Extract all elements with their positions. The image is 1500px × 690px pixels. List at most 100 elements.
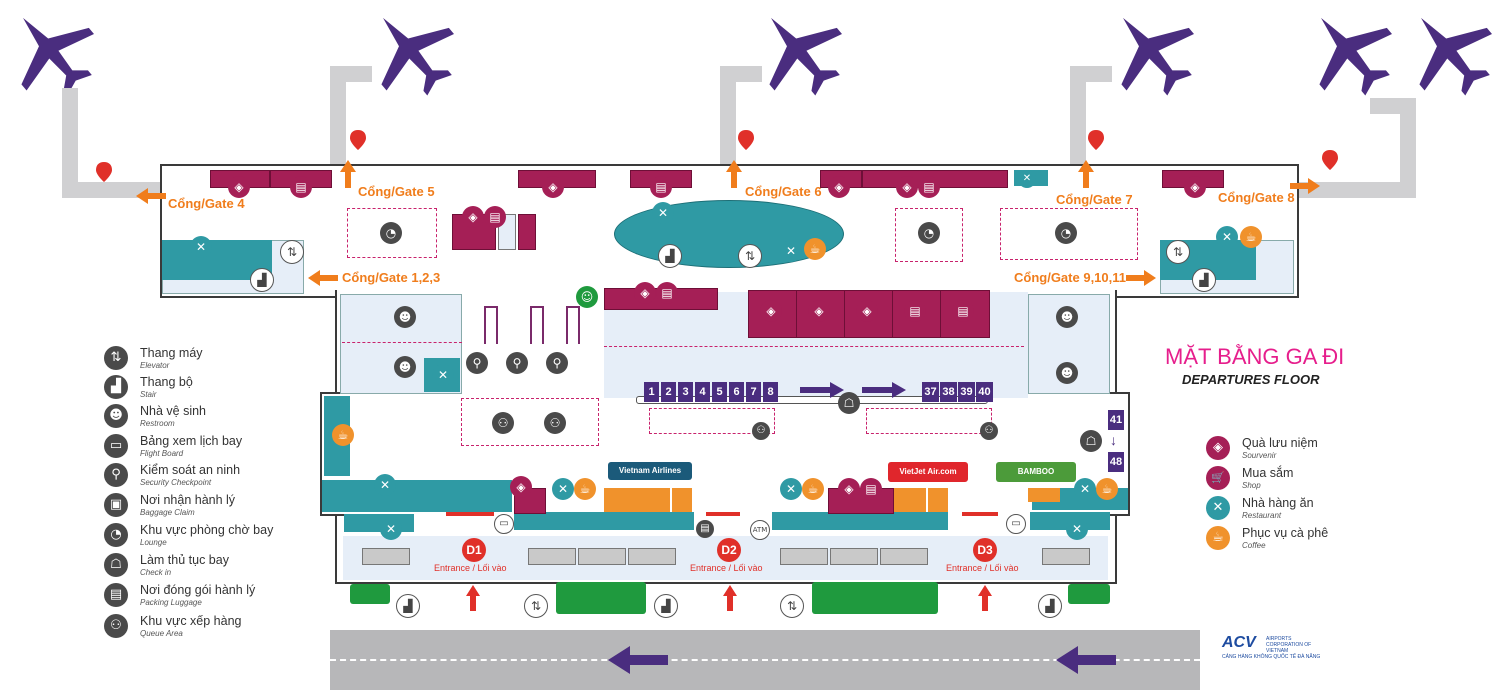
coffee-icon: ☕ [332,424,354,446]
restaurant-area [344,514,414,532]
restroom-icon: ☻ [104,404,128,428]
arrow-up-icon [978,585,992,611]
security-icon: ⚲ [466,352,488,374]
gate-label: Cổng/Gate 1,2,3 [342,270,441,285]
souvenir-icon: ◈ [510,476,532,498]
baggage-belt [880,548,928,565]
stair-icon: ▟ [1038,594,1062,618]
legend-label: Nơi nhận hành lý [140,493,236,507]
lounge-icon: ◔ [918,222,940,244]
airplane-icon [21,17,94,96]
legend-sublabel: Coffee [1242,541,1266,550]
landside-green-area [556,582,646,614]
jetway [330,66,372,82]
jetway [1400,98,1416,198]
lounge-icon: ◔ [104,523,128,547]
arrow-down-icon: ↓ [1110,432,1117,448]
baggage-belt [528,548,576,565]
arrow-up-icon [340,160,356,188]
security-line [706,512,740,516]
souvenir-icon: ◈ [228,176,250,198]
coffee-icon: ☕ [1206,526,1230,550]
legend-label: Quà lưu niệm [1242,436,1318,450]
security-line [446,512,494,516]
bamboo-logo: BAMBOO [996,462,1076,482]
jetway [1370,98,1416,114]
restaurant-area [772,512,948,530]
jetway [720,66,736,166]
jetway [720,66,762,82]
queue-icon: ⚇ [980,422,998,440]
souvenir-icon: ◈ [760,300,782,322]
gate-pin-icon [738,130,754,150]
legend-label: Thang bộ [140,375,193,389]
legend-label: Làm thủ tục bay [140,553,229,567]
legend-sublabel: Flight Board [140,449,184,458]
souvenir-icon: ◈ [896,176,918,198]
shop-icon: ▤ [918,176,940,198]
arrow-right-icon [1126,270,1156,286]
lounge-icon: ◔ [380,222,402,244]
security-icon: ⚲ [546,352,568,374]
baggage-belt [780,548,828,565]
lane-marking [330,659,1200,661]
gate-pin-icon [96,162,112,182]
restroom-icon: ☻ [1056,362,1078,384]
arrow-right-icon [800,382,844,398]
restroom-icon: ☻ [394,306,416,328]
shop-icon: ▤ [860,478,882,500]
legend-sublabel: Lounge [140,538,167,547]
stair-icon: ▟ [396,594,420,618]
acv-logo-text: ACV [1222,634,1256,651]
gate-label: Cổng/Gate 6 [745,184,822,199]
jetway [1297,182,1407,198]
checkin-rack [484,306,498,344]
restaurant-area [322,480,512,512]
baggage-icon: ▣ [104,493,128,517]
restaurant-icon: ✕ [1216,226,1238,248]
restaurant-icon: ✕ [1206,496,1230,520]
counter-number: 2 [661,382,676,402]
lounge-icon: ◔ [1055,222,1077,244]
counter-number: 7 [746,382,761,402]
legend-label: Khu vực xếp hàng [140,614,242,628]
airline-counter [672,488,692,512]
baggage-belt [830,548,878,565]
counter-number: 48 [1108,452,1124,472]
coffee-icon: ☕ [1240,226,1262,248]
acv-logo-subtext: AIRPORTS CORPORATION OF VIETNAM [1266,636,1312,654]
entrance-label: Entrance / Lối vào [946,563,1019,573]
lounge-area [895,208,963,262]
airplane-icon [1319,17,1392,96]
entrance-badge: D3 [973,538,997,562]
checkin-icon: ☖ [1080,430,1102,452]
legend-sublabel: Stair [140,390,157,399]
legend-sublabel: Baggage Claim [140,508,195,517]
gate-label: Cổng/Gate 4 [168,196,245,211]
legend-sublabel: Security Checkpoint [140,478,212,487]
souvenir-icon: ◈ [634,282,656,304]
restroom-icon: ☻ [1056,306,1078,328]
legend-label: Nhà hàng ăn [1242,496,1314,510]
legend-label: Kiểm soát an ninh [140,463,241,477]
legend-sublabel: Shop [1242,481,1261,490]
airline-counter [1028,488,1060,502]
divider-line [604,346,1024,347]
gate-pin-icon [1088,130,1104,150]
legend-label: Phục vụ cà phê [1242,526,1329,540]
counter-number: 39 [958,382,975,402]
restaurant-icon: ✕ [374,474,396,496]
map-title: MẶT BẰNG GA ĐI [1165,344,1345,369]
restaurant-icon: ✕ [432,364,454,386]
elevator-icon: ⇅ [1166,240,1190,264]
shop-icon: ▤ [656,282,678,304]
acv-logo: ACV AIRPORTS CORPORATION OF VIETNAM CẢNG… [1222,634,1342,664]
counter-number: 3 [678,382,693,402]
flight-board-icon: ▭ [1006,514,1026,534]
stair-icon: ▟ [654,594,678,618]
shop-icon: ▤ [904,300,926,322]
airline-counter [604,488,670,512]
jetway [62,182,162,198]
shop-icon: ▤ [952,300,974,322]
gate-pin-icon [350,130,366,150]
